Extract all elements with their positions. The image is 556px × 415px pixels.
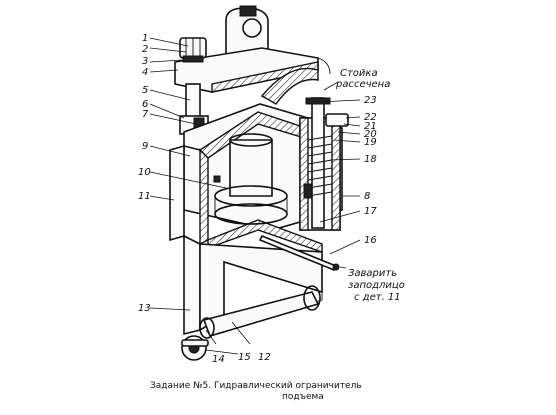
- side-plate: [169, 144, 201, 242]
- label-6: 6: [142, 99, 148, 110]
- label-3: 3: [142, 56, 148, 67]
- label-8: 8: [364, 191, 370, 202]
- caption-line1: Задание №5. Гидравлический ограничитель: [150, 381, 362, 391]
- lower-roller: [199, 285, 321, 339]
- label-21: 21: [364, 121, 377, 132]
- caption-line2: подъема: [282, 392, 324, 402]
- label-5: 5: [142, 85, 148, 96]
- label-11: 11: [138, 191, 151, 202]
- leader-lines: [149, 37, 361, 355]
- label-12: 12: [258, 352, 271, 363]
- bottom-nut: [181, 335, 209, 361]
- note-stand-line1: Стойка: [340, 68, 378, 79]
- stand-sectioned: [260, 57, 331, 105]
- label-17: 17: [364, 206, 377, 217]
- label-18: 18: [364, 154, 377, 165]
- label-14: 14: [212, 354, 225, 365]
- piston: [213, 133, 288, 225]
- label-2: 2: [142, 44, 148, 55]
- label-1: 1: [142, 33, 148, 44]
- figure-caption: Задание №5. Гидравлический ограничитель …: [150, 381, 410, 403]
- label-10: 10: [138, 167, 151, 178]
- label-22: 22: [364, 112, 377, 123]
- top-nut: [179, 37, 207, 63]
- label-4: 4: [142, 67, 148, 78]
- label-20: 20: [364, 129, 377, 140]
- label-23: 23: [364, 95, 377, 106]
- top-plate: [174, 47, 319, 93]
- label-16: 16: [364, 235, 377, 246]
- label-7: 7: [142, 109, 149, 120]
- spring-column: [299, 97, 349, 231]
- label-15: 15: [238, 352, 251, 363]
- guide-rod: [185, 83, 201, 121]
- note-stand-line2: рассечена: [335, 79, 390, 90]
- note-weld-line3: с дет. 11: [354, 292, 401, 303]
- label-19: 19: [364, 137, 377, 148]
- label-13: 13: [138, 303, 151, 314]
- label-9: 9: [142, 141, 148, 152]
- note-weld-line2: заподлицо: [348, 280, 405, 291]
- note-weld-line1: Заварить: [348, 268, 397, 279]
- weld-bar: [258, 234, 340, 272]
